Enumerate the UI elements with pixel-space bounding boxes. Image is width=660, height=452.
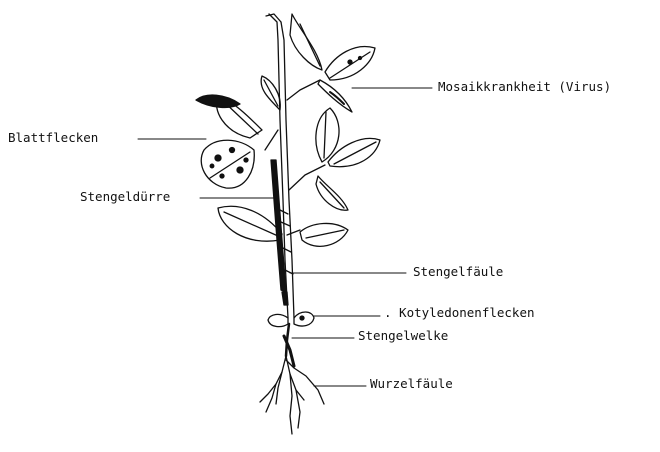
label-wurzelfaeule: Wurzelfäule bbox=[370, 378, 453, 391]
left-middle-leaf bbox=[218, 206, 282, 241]
leaf-spot-leaf bbox=[201, 140, 254, 188]
upper-left-leaves bbox=[196, 76, 280, 138]
label-stengelfaeule: Stengelfäule bbox=[413, 266, 503, 279]
label-kotyledonenflecken: . Kotyledonenflecken bbox=[384, 307, 535, 320]
label-blattflecken: Blattflecken bbox=[8, 132, 98, 145]
spotted-leaf-tip bbox=[196, 95, 240, 107]
stem-rot-lesion bbox=[282, 292, 288, 305]
main-stem bbox=[265, 14, 325, 318]
root-system bbox=[260, 324, 324, 434]
right-leaves bbox=[300, 108, 380, 246]
cotyledons bbox=[268, 312, 314, 327]
mosaic-leaves bbox=[290, 14, 375, 112]
label-mosaikkrankheit: Mosaikkrankheit (Virus) bbox=[438, 81, 611, 94]
label-stengelduerre: Stengeldürre bbox=[80, 191, 170, 204]
label-stengelwelke: Stengelwelke bbox=[358, 330, 448, 343]
